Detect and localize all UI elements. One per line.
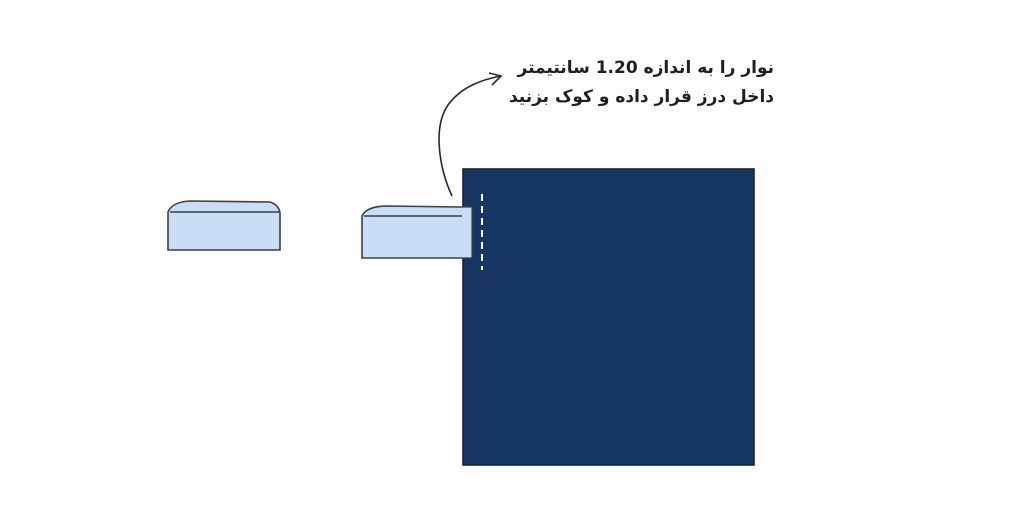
annotation-line-2: داخل درز قرار داده و کوک بزنید	[508, 87, 774, 107]
binding-tape-left	[167, 200, 281, 251]
binding-tape-right-body	[361, 205, 473, 259]
fabric-panel	[462, 168, 755, 466]
annotation-line-1: نوار را به اندازه 1.20 سانتیمتر	[517, 58, 774, 78]
annotation-caption: نوار را به اندازه 1.20 سانتیمتر داخل درز…	[488, 54, 774, 112]
binding-tape-left-body	[167, 200, 281, 251]
binding-tape-overlap	[462, 206, 473, 259]
binding-tape-right	[361, 205, 473, 259]
annotation-arrow	[438, 75, 501, 197]
annotation-arrowhead	[488, 72, 503, 86]
